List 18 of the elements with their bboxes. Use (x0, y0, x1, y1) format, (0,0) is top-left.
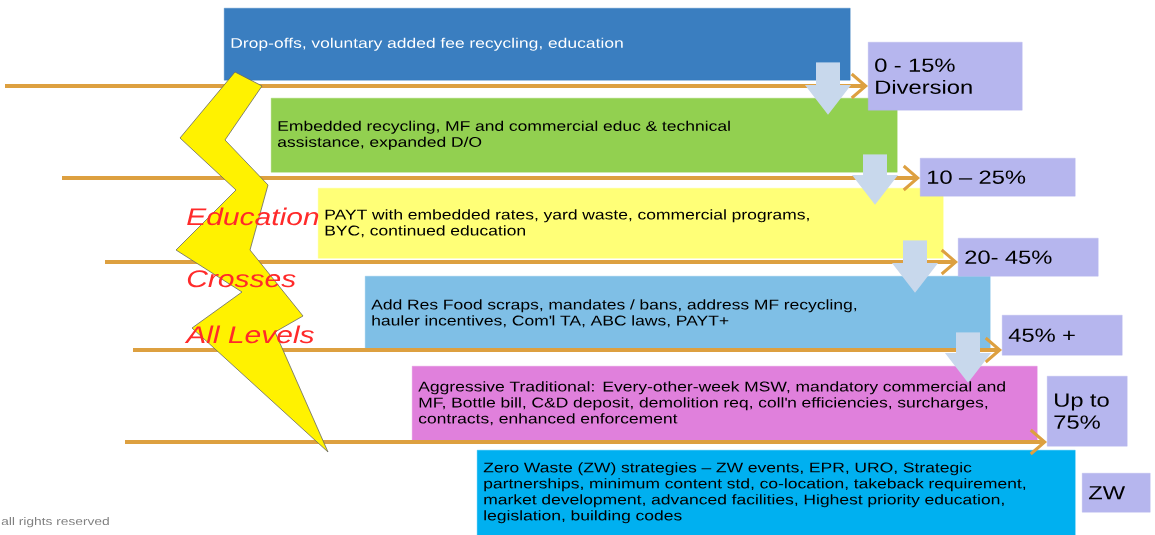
diversion-box: 0 - 15% Diversion (868, 42, 1023, 111)
diversion-box: 20- 45% (958, 238, 1099, 277)
arrow (62, 164, 920, 192)
diversion-box: 45% + (1002, 315, 1123, 356)
strategy-box: Embedded recycling, MF and commercial educ & technical assistance, expanded D/O (271, 98, 898, 173)
diversion-box: Up to 75% (1047, 376, 1128, 447)
arrow (125, 428, 1047, 456)
arrow (105, 248, 958, 276)
strategy-box: PAYT with embedded rates, yard waste, commercial programs, BYC, continued education (318, 188, 944, 259)
diversion-box: ZW (1082, 473, 1151, 513)
diversion-box: 10 – 25% (920, 158, 1076, 197)
source-note: all rights reserved (1, 517, 109, 528)
arrow (133, 336, 1002, 364)
strategy-box: Zero Waste (ZW) strategies – ZW events, EPR, URO, Strategic partnerships, minimum content std, co-location, takeback requirement, market development, advanced facilities, Highest priority education, legislation, building codes (477, 450, 1076, 535)
strategy-box: Add Res Food scraps, mandates / bans, address MF recycling, hauler incentives, Com'l TA, ABC laws, PAYT+ (365, 276, 991, 351)
strategy-box: Aggressive Traditional: Every-other-week MSW, mandatory commercial and MF, Bottle bill, C&D deposit, demolition req, coll'n efficiencies, surcharges, contracts, enhanced enforcement (412, 366, 1038, 441)
arrow (5, 72, 868, 100)
strategy-box: Drop-offs, voluntary added fee recycling, education (224, 8, 851, 81)
